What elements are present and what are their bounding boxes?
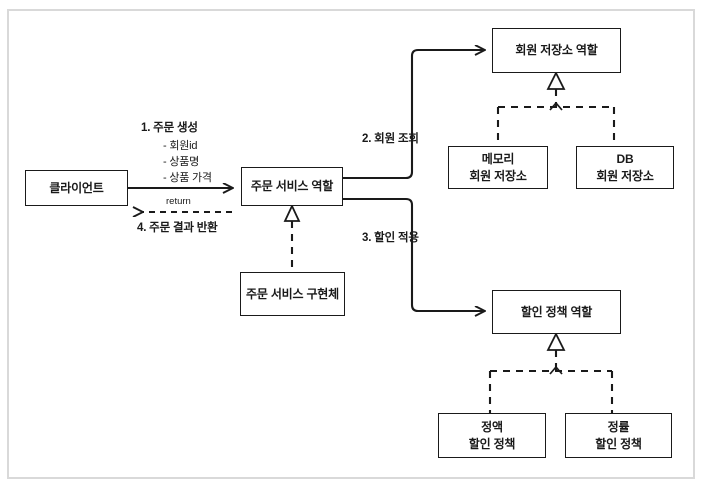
edge-label-apply-discount: 3. 할인 적용	[362, 232, 419, 244]
realization-discount-joint-caret	[549, 365, 563, 375]
node-discount-policy-role-label: 할인 정책 역할	[520, 304, 593, 319]
edge-apply-discount-line	[343, 197, 484, 311]
diagram-frame	[7, 9, 695, 479]
node-client[interactable]: 클라이언트	[25, 170, 128, 206]
node-rate-discount-policy-line1: 정률	[607, 420, 630, 435]
node-rate-discount-policy-line2: 할인 정책	[595, 436, 642, 451]
node-fix-discount-policy-line1: 정액	[481, 420, 503, 435]
node-memory-member-repository-line2: 회원 저장소	[469, 168, 527, 183]
node-fix-discount-policy[interactable]: 정액 할인 정책	[438, 413, 546, 458]
node-member-repository-role[interactable]: 회원 저장소 역할	[492, 28, 621, 73]
node-db-member-repository-line1: DB	[616, 152, 634, 167]
node-order-service-impl[interactable]: 주문 서비스 구현체	[240, 272, 345, 316]
node-db-member-repository-line2: 회원 저장소	[596, 168, 654, 183]
edge-param-item-price: - 상품 가격	[163, 172, 212, 184]
node-db-member-repository[interactable]: DB 회원 저장소	[576, 146, 674, 189]
edge-label-create-order: 1. 주문 생성	[141, 122, 198, 134]
node-fix-discount-policy-line2: 할인 정책	[468, 436, 516, 451]
edge-param-item-name: - 상품명	[163, 156, 200, 168]
realization-member-repo-joint-caret	[549, 101, 563, 111]
realization-member-repo-triangle	[546, 70, 566, 90]
edge-label-find-member: 2. 회원 조회	[362, 133, 419, 145]
node-order-service-role[interactable]: 주문 서비스 역할	[241, 167, 343, 206]
edge-param-member-id: - 회원id	[163, 140, 198, 152]
edge-stereotype-return: return	[166, 196, 191, 207]
node-rate-discount-policy[interactable]: 정률 할인 정책	[565, 413, 672, 458]
realization-discount-triangle	[546, 331, 566, 351]
node-discount-policy-role[interactable]: 할인 정책 역할	[492, 290, 621, 334]
node-order-service-impl-label: 주문 서비스 구현체	[246, 286, 339, 301]
node-order-service-role-label: 주문 서비스 역할	[250, 179, 334, 194]
edge-find-member-line	[343, 50, 484, 180]
realization-order-service-triangle	[283, 203, 301, 222]
node-client-label: 클라이언트	[49, 180, 104, 195]
node-member-repository-role-label: 회원 저장소 역할	[515, 43, 598, 58]
node-memory-member-repository-line1: 메모리	[481, 152, 515, 167]
edge-label-return-order: 4. 주문 결과 반환	[137, 222, 218, 234]
node-memory-member-repository[interactable]: 메모리 회원 저장소	[448, 146, 548, 189]
